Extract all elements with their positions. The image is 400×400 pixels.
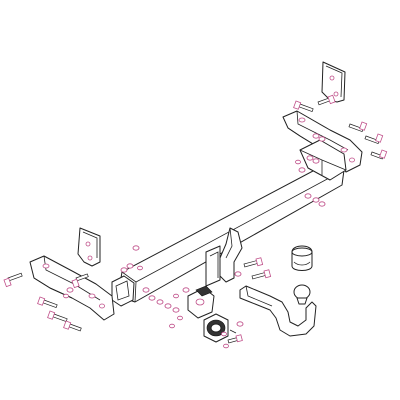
bolt <box>37 296 58 309</box>
bolt <box>71 273 89 289</box>
bolt <box>47 310 68 323</box>
crossbar-beam <box>111 139 347 307</box>
bolt <box>317 94 336 106</box>
center-mounting-bracket <box>205 227 243 287</box>
bolt <box>293 100 314 113</box>
bolt <box>364 133 384 145</box>
bolt <box>348 121 368 133</box>
washers <box>63 159 301 349</box>
bolt <box>3 272 23 288</box>
bolt-sets <box>3 94 388 344</box>
towball-cover <box>291 245 313 271</box>
right-top-plate <box>321 61 346 103</box>
bolt <box>251 269 272 280</box>
swan-neck-towball <box>239 284 317 337</box>
bolt <box>63 320 82 332</box>
electrical-socket <box>203 313 237 343</box>
electrical-socket-plate <box>187 285 215 319</box>
bolt <box>370 149 388 160</box>
nuts <box>66 133 326 327</box>
left-top-plate <box>77 227 101 267</box>
bolt <box>243 257 264 268</box>
bolt <box>227 334 243 344</box>
